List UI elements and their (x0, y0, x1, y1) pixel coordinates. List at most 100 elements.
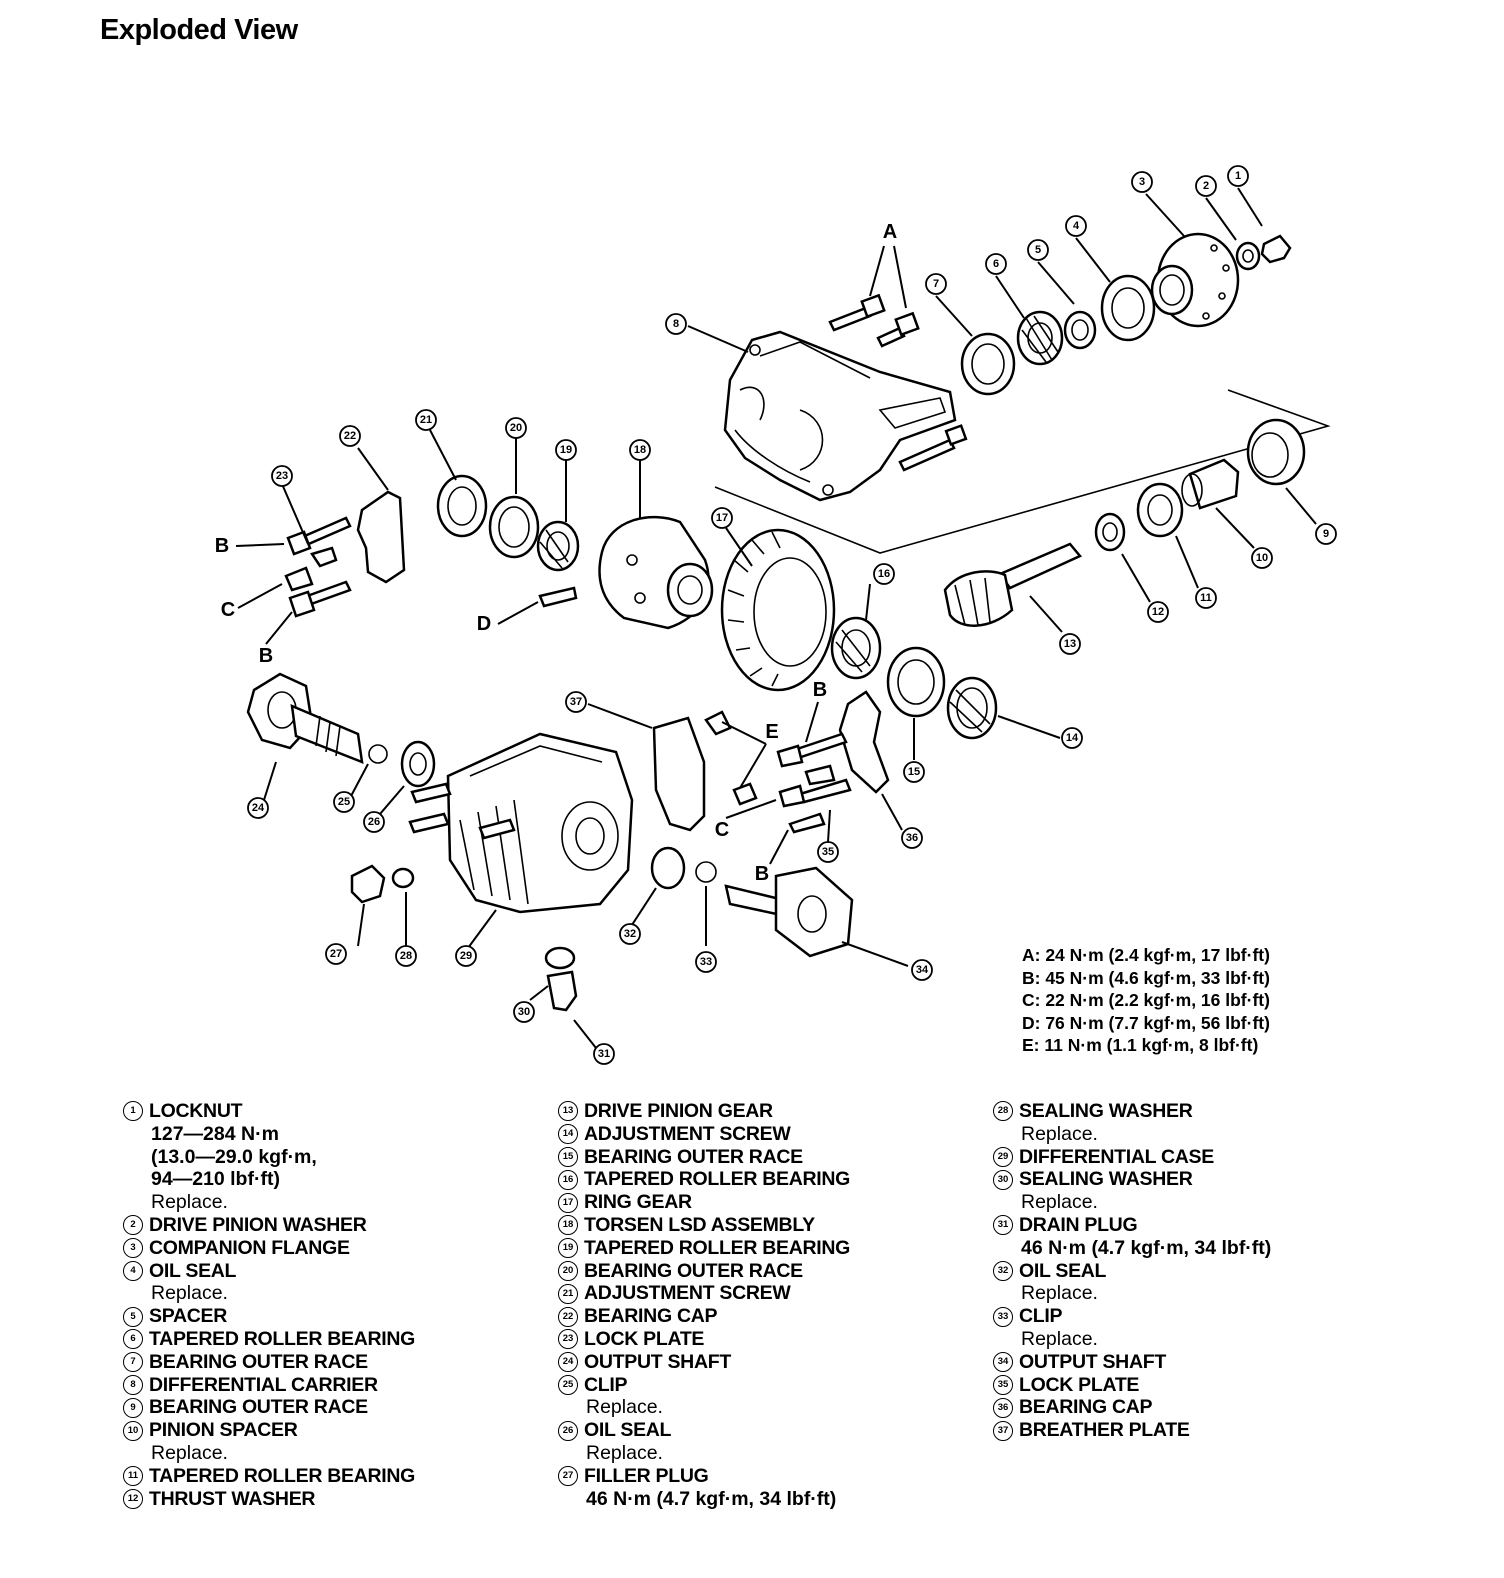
legend-item-name: LOCK PLATE (584, 1327, 705, 1350)
legend-item-number: 1 (123, 1101, 143, 1122)
page-title: Exploded View (100, 14, 298, 46)
svg-text:9: 9 (1323, 528, 1329, 540)
legend-item-number: 15 (558, 1146, 578, 1167)
legend-item-number: 24 (558, 1352, 578, 1373)
svg-text:1: 1 (1235, 170, 1241, 182)
legend-item-number: 3 (123, 1238, 143, 1259)
e-bolts-drawing (704, 710, 758, 806)
legend-item-number: 14 (558, 1124, 578, 1145)
label-b-right-top: B (813, 679, 827, 701)
legend-item-number: 11 (123, 1466, 143, 1487)
svg-text:5: 5 (1035, 244, 1041, 256)
legend-item-name: THRUST WASHER (149, 1487, 316, 1510)
callout-37: 37 (565, 691, 587, 713)
svg-text:12: 12 (1152, 606, 1164, 618)
svg-text:11: 11 (1200, 592, 1212, 604)
callout-9: 9 (1315, 523, 1337, 545)
legend-item-number: 22 (558, 1306, 578, 1327)
callout-6: 6 (985, 253, 1007, 275)
label-b-left-top: B (215, 535, 229, 557)
legend-item-number: 5 (123, 1306, 143, 1327)
callout-29: 29 (455, 945, 477, 967)
callout-26: 26 (363, 811, 385, 833)
legend-item-name: LOCKNUT (149, 1100, 243, 1122)
svg-text:32: 32 (624, 928, 636, 940)
svg-text:28: 28 (400, 950, 412, 962)
callout-19: 19 (555, 439, 577, 461)
svg-text:8: 8 (673, 318, 679, 330)
callout-13: 13 (1059, 633, 1081, 655)
legend-item-spec: (13.0—29.0 kgf·m, (151, 1145, 317, 1168)
callout-31: 31 (593, 1043, 615, 1065)
callout-1: 1 (1227, 165, 1249, 187)
plugs-drawing (350, 864, 578, 1012)
legend-item-name: TAPERED ROLLER BEARING (584, 1236, 851, 1259)
callout-12: 12 (1147, 601, 1169, 623)
svg-text:14: 14 (1066, 732, 1079, 744)
label-c-right: C (715, 819, 729, 841)
callout-23: 23 (271, 465, 293, 487)
svg-text:36: 36 (906, 832, 918, 844)
callout-25: 25 (333, 791, 355, 813)
torque-spec-d: D: 76 N·m (7.7 kgf·m, 56 lbf·ft) (1022, 1012, 1270, 1033)
svg-text:7: 7 (933, 278, 939, 290)
svg-text:13: 13 (1064, 638, 1076, 650)
legend-item-number: 37 (993, 1420, 1013, 1441)
callout-11: 11 (1195, 587, 1217, 609)
callout-16: 16 (873, 563, 895, 585)
legend-item-number: 21 (558, 1283, 578, 1304)
callout-3: 3 (1131, 171, 1153, 193)
legend-item-number: 8 (123, 1374, 143, 1395)
legend-item-12: 12 THRUST WASHER (123, 1488, 415, 1511)
legend-item-note: Replace. (1021, 1282, 1098, 1305)
legend-item-number: 28 (993, 1101, 1013, 1122)
svg-text:6: 6 (993, 258, 999, 270)
legend-item-name: RING GEAR (584, 1191, 692, 1214)
callout-15: 15 (903, 761, 925, 783)
legend-item-name: TORSEN LSD ASSEMBLY (584, 1213, 815, 1236)
svg-text:29: 29 (460, 950, 472, 962)
legend-item-note: Replace. (1021, 1191, 1098, 1214)
legend-item-number: 20 (558, 1260, 578, 1281)
legend-item-number: 12 (123, 1488, 143, 1509)
right-oil-seal-drawing (650, 846, 686, 890)
callout-30: 30 (513, 1001, 535, 1023)
breather-plate-drawing (652, 716, 706, 832)
pinion-front-components (960, 232, 1292, 396)
legend-item-note: Replace. (1021, 1327, 1098, 1350)
legend-item-name: BEARING OUTER RACE (584, 1145, 803, 1168)
callout-28: 28 (395, 945, 417, 967)
svg-text:25: 25 (338, 796, 350, 808)
legend-item-name: BEARING OUTER RACE (584, 1259, 803, 1282)
torque-spec-e: E: 11 N·m (1.1 kgf·m, 8 lbf·ft) (1022, 1035, 1259, 1055)
legend-item-name: DRIVE PINION WASHER (149, 1213, 367, 1236)
